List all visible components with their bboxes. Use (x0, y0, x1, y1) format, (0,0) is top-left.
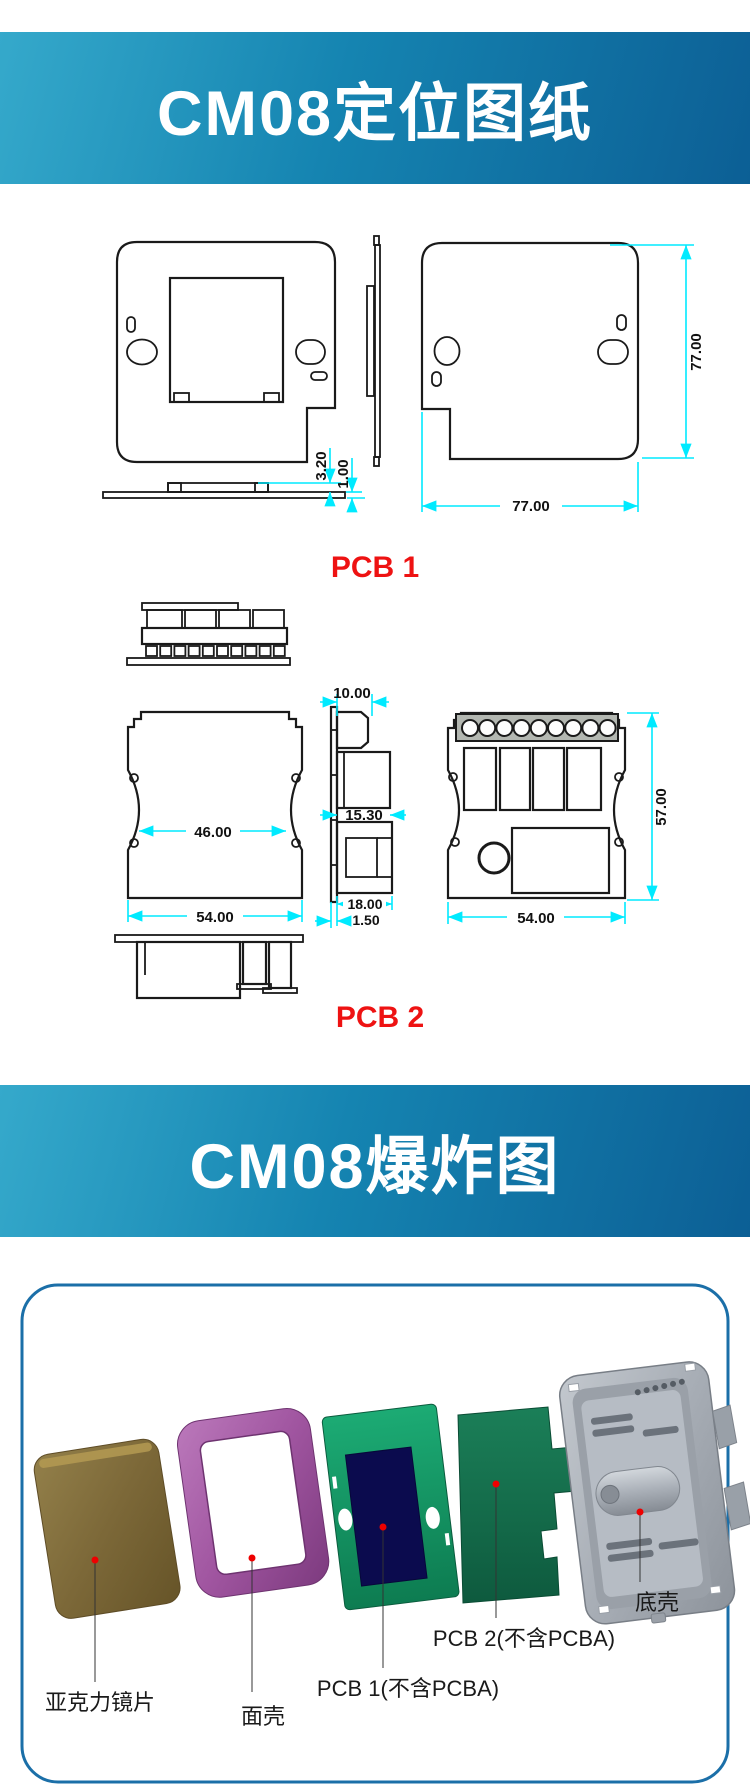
dim-46-00: 46.00 (139, 822, 286, 841)
dim-77-vertical: 77.00 (610, 244, 705, 459)
dim-15-30: 15.30 (320, 807, 406, 824)
callout-dot-pcb1 (379, 1523, 387, 1531)
pcb2-side-view (329, 705, 394, 904)
svg-text:54.00: 54.00 (517, 910, 555, 927)
bottom-shell-3d (558, 1361, 750, 1625)
svg-text:54.00: 54.00 (196, 909, 234, 926)
pcb2-bottom-view (114, 934, 304, 1000)
pcb1-3d (321, 1403, 460, 1611)
pcb1-front-view (115, 240, 337, 464)
dim-54-00-back: 54.00 (447, 902, 626, 927)
banner-positioning-drawing: CM08定位图纸 (0, 32, 750, 184)
svg-text:1.00: 1.00 (335, 459, 352, 488)
pcb2-drawing: 46.00 54.00 (114, 602, 670, 1000)
pcb2-top-view (126, 602, 291, 666)
svg-text:1.50: 1.50 (352, 912, 379, 928)
leader-lines (94, 1487, 641, 1692)
banner-exploded-title: CM08爆炸图 (189, 1131, 561, 1202)
part-label-acrylic-lens: 亚克力镜片 (45, 1690, 155, 1715)
callout-dots (91, 1480, 644, 1564)
lcd-screen (344, 1446, 428, 1587)
front-shell-3d (177, 1407, 330, 1598)
dim-54-00-front: 54.00 (127, 900, 303, 926)
svg-text:57.00: 57.00 (653, 788, 670, 826)
pcb2-3d (457, 1406, 577, 1604)
banner-positioning-title: CM08定位图纸 (156, 78, 594, 149)
callout-dot-pcb2 (492, 1480, 500, 1488)
dim-77-horizontal: 77.00 (421, 412, 639, 515)
dim-10-00: 10.00 (320, 685, 389, 716)
pcb1-bottom-profile (102, 482, 346, 499)
mount-hole (126, 338, 158, 366)
mount-hole (295, 339, 326, 365)
svg-text:77.00: 77.00 (512, 498, 550, 515)
banner-exploded-view: CM08爆炸图 (0, 1085, 750, 1237)
part-label-bottom-shell: 底壳 (635, 1590, 679, 1615)
mount-hole (433, 336, 461, 366)
svg-text:10.00: 10.00 (333, 685, 371, 702)
svg-text:3.20: 3.20 (313, 451, 330, 480)
dim-1-50: 1.50 (315, 902, 380, 928)
dim-18-00: 18.00 (336, 895, 393, 926)
callout-dot-front-shell (248, 1554, 256, 1562)
callout-dot-acrylic (91, 1556, 99, 1564)
callout-dot-bottom-shell (636, 1508, 644, 1516)
pcb2-back-view (446, 711, 627, 900)
svg-text:46.00: 46.00 (194, 824, 232, 841)
svg-text:77.00: 77.00 (688, 333, 705, 371)
svg-text:15.30: 15.30 (345, 807, 383, 824)
part-label-pcb2: PCB 2(不含PCBA) (433, 1626, 615, 1651)
dim-57-00: 57.00 (627, 712, 670, 901)
part-label-front-shell: 面壳 (241, 1704, 285, 1729)
pcb1-drawing: 3.20 1.00 77.00 77.00 (102, 235, 705, 515)
exploded-view: 亚克力镜片 面壳 PCB 1(不含PCBA) PCB 2(不含PCBA) 底壳 (20, 1283, 750, 1784)
svg-text:18.00: 18.00 (347, 896, 382, 912)
pcb1-caption: PCB 1 (330, 551, 420, 584)
pcb1-side-view (366, 235, 381, 467)
part-label-pcb1: PCB 1(不含PCBA) (317, 1676, 499, 1701)
acrylic-lens-3d (33, 1438, 181, 1619)
pcb2-front-view (126, 710, 304, 900)
display-window (168, 276, 285, 404)
dim-1-00: 1.00 (335, 458, 365, 513)
dim-3-20: 3.20 (258, 448, 362, 507)
pcb1-back-view (420, 241, 640, 461)
mount-hole (597, 339, 629, 365)
pcb2-caption: PCB 2 (335, 1001, 425, 1034)
